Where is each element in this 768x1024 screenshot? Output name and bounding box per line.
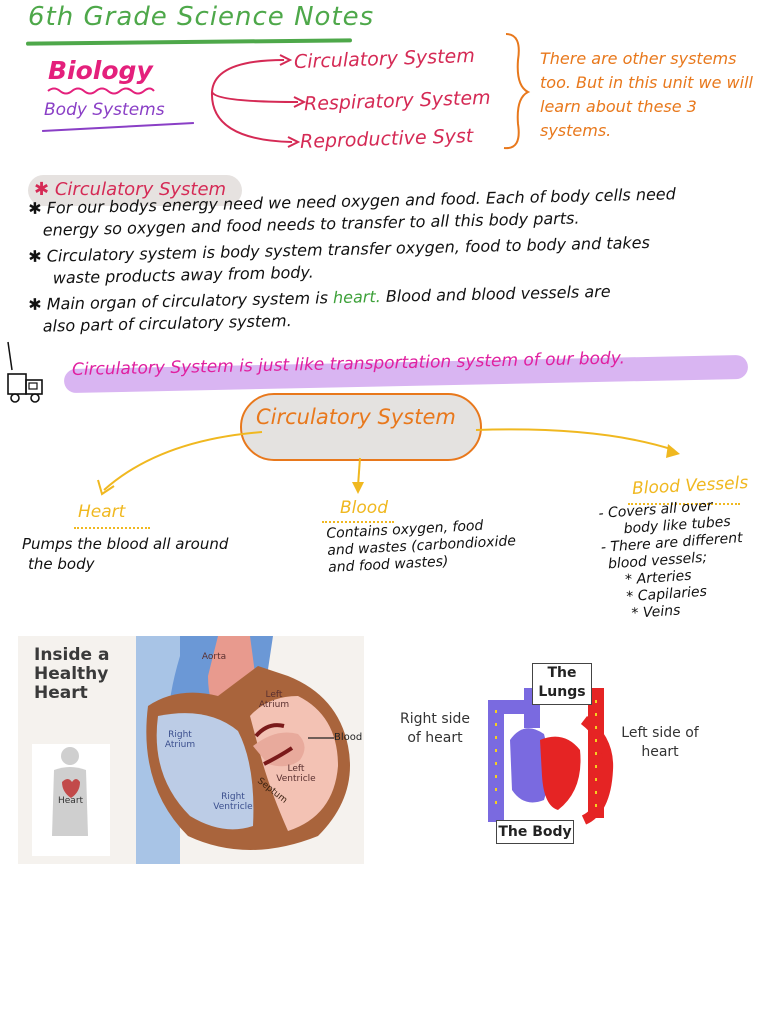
systems-branch-arrows <box>210 54 307 148</box>
label-right-ventricle: Right Ventricle <box>213 792 253 812</box>
system-item-reproductive: Reproductive Syst <box>299 124 474 154</box>
asterisk-bullet-icon: ✱ <box>34 179 55 200</box>
box-the-lungs: The Lungs <box>532 663 592 705</box>
mindmap-arrows <box>97 428 680 496</box>
label-left-atrium: Left Atrium <box>258 690 290 710</box>
star-bullet-icon: ✱ <box>28 246 47 266</box>
mindmap-center-bubble <box>240 393 482 461</box>
topic-label: Body Systems <box>44 100 165 120</box>
label-left-side-of-heart: Left side of heart <box>621 725 699 760</box>
heart-anatomy-illustration <box>32 636 350 864</box>
heart-figure-title: Inside a Healthy Heart <box>34 645 110 703</box>
branch-blood-underline <box>322 518 394 523</box>
label-heart: Heart <box>58 796 84 806</box>
star-bullet-icon: ✱ <box>28 198 47 218</box>
subject-underline-squiggle <box>47 87 155 95</box>
curly-brace-icon <box>503 33 531 150</box>
point-3: ✱ Main organ of circulatory system is he… <box>28 281 611 336</box>
label-blood: Blood <box>334 732 363 743</box>
truck-doodle-icon <box>7 341 43 403</box>
label-aorta: Aorta <box>201 652 227 662</box>
system-item-circulatory: Circulatory System <box>293 44 476 74</box>
system-item-respiratory: Respiratory System <box>303 86 491 116</box>
label-left-ventricle: Left Ventricle <box>276 764 316 784</box>
label-right-side-of-heart: Right side of heart <box>400 711 470 746</box>
branch-heart-underline <box>74 524 150 529</box>
heart-anatomy-figure <box>18 636 364 864</box>
branch-heart-title: Heart <box>78 502 126 522</box>
branch-blood-title: Blood <box>340 498 388 518</box>
section-heading-text: Circulatory System <box>54 179 227 200</box>
branch-blood-desc: Contains oxygen, food and wastes (carbon… <box>326 517 517 576</box>
branch-heart-desc: Pumps the blood all around the body <box>22 535 229 573</box>
section-heading: ✱ Circulatory System <box>28 175 243 206</box>
box-the-body: The Body <box>496 820 574 844</box>
page-title: 6th Grade Science Notes <box>28 2 375 32</box>
subject-label: Biology <box>48 56 153 85</box>
title-underline <box>25 38 353 46</box>
systems-note: There are other systems too. But in this… <box>540 49 753 140</box>
star-bullet-icon: ✱ <box>28 294 47 314</box>
branch-vessels-desc: - Covers all over body like tubes - Ther… <box>598 498 744 622</box>
label-right-atrium: Right Atrium <box>164 730 196 750</box>
mindmap-center-label: Circulatory System <box>256 405 456 429</box>
topic-underline <box>42 122 194 132</box>
heart-keyword: heart. <box>332 287 381 308</box>
branch-vessels-underline <box>628 500 740 505</box>
